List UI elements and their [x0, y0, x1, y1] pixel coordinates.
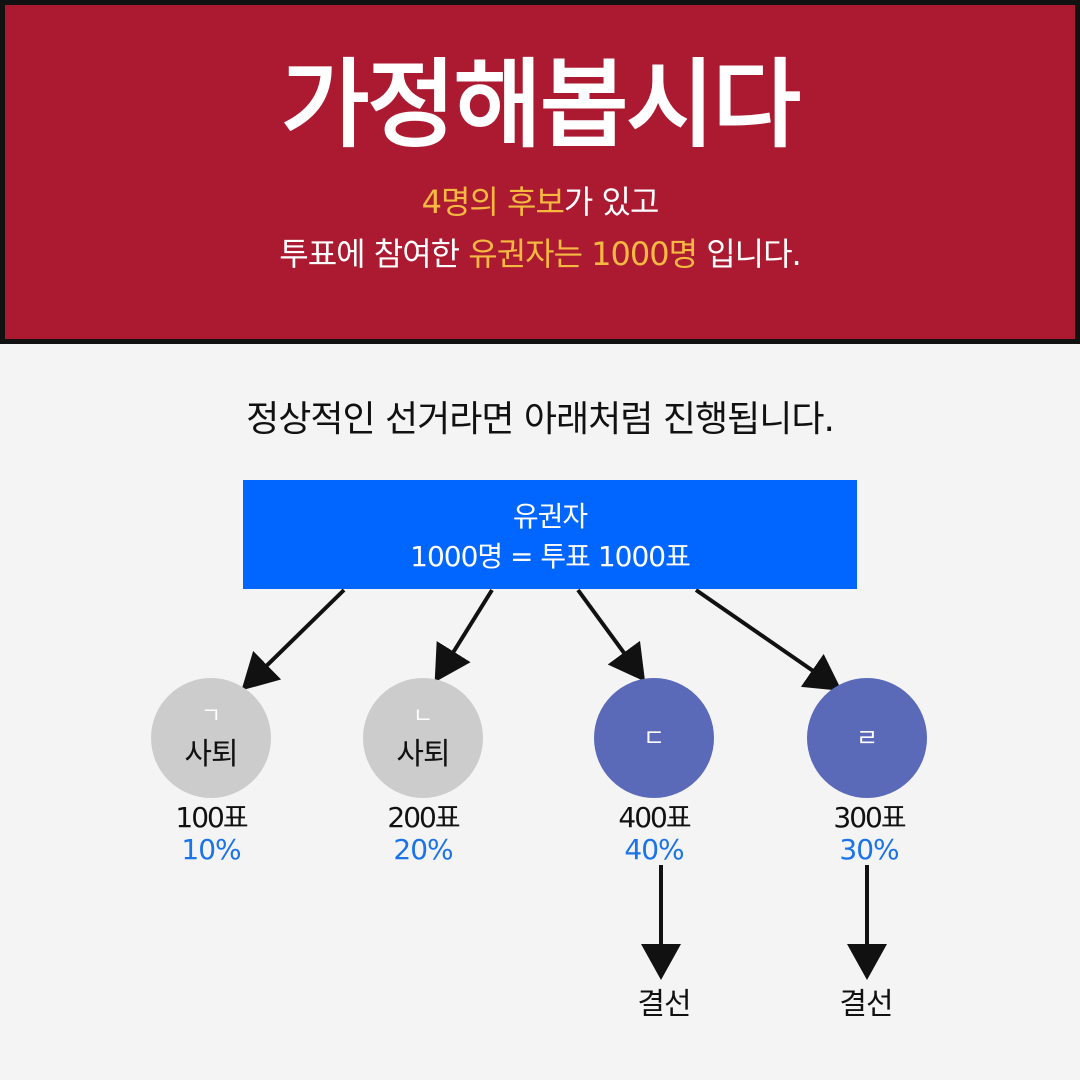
candidate-4-percent: 30%: [839, 833, 899, 866]
voters-label: 유권자: [512, 500, 588, 533]
header-banner: 가정해봅시다 4명의 후보가 있고 투표에 참여한 유권자는 1000명 입니다…: [0, 0, 1080, 344]
arrow-to-candidate-4: [694, 588, 842, 691]
candidate-4-runoff-label: 결선: [839, 987, 893, 1022]
candidate-1-percent: 10%: [181, 833, 241, 866]
header-subtitle-line1: 4명의 후보가 있고: [5, 180, 1075, 224]
candidate-3-votes: 400표: [618, 801, 691, 834]
arrow-to-candidate-1: [241, 588, 346, 691]
voters-detail: 1000명 = 투표 1000표: [410, 540, 691, 573]
candidate-2-percent: 20%: [393, 833, 453, 866]
subtitle-line2-part2: 입니다.: [697, 235, 801, 273]
candidates-count-highlight: 4명의 후보: [421, 183, 565, 221]
subtitle-line1-rest: 가 있고: [563, 183, 659, 221]
candidate-node-4: ㄹ: [807, 678, 927, 798]
candidate-1-votes: 100표: [175, 801, 248, 834]
intro-text: 정상적인 선거라면 아래처럼 진행됩니다.: [246, 399, 835, 440]
candidate-node-1: ㄱ 사퇴: [151, 678, 271, 798]
withdrawn-label: 사퇴: [184, 737, 238, 772]
header-subtitle-line2: 투표에 참여한 유권자는 1000명 입니다.: [5, 232, 1075, 276]
candidate-4-votes: 300표: [833, 801, 906, 834]
candidate-symbol: ㄴ: [412, 704, 434, 729]
voters-count-highlight: 유권자는 1000명: [468, 235, 698, 273]
candidate-symbol: ㄹ: [855, 724, 879, 752]
subtitle-line2-part1: 투표에 참여한: [279, 235, 469, 273]
voters-box: 유권자 1000명 = 투표 1000표: [243, 480, 857, 589]
candidate-node-3: ㄷ: [594, 678, 714, 798]
candidate-2-votes: 200표: [387, 801, 460, 834]
candidate-3-percent: 40%: [624, 833, 684, 866]
candidate-node-2: ㄴ 사퇴: [363, 678, 483, 798]
candidate-symbol: ㄷ: [642, 724, 666, 752]
arrow-to-candidate-3: [576, 588, 646, 682]
candidate-symbol: ㄱ: [200, 704, 222, 729]
arrow-to-candidate-2: [434, 588, 494, 683]
page-title: 가정해봅시다: [281, 49, 801, 161]
candidate-3-runoff-label: 결선: [637, 987, 691, 1022]
withdrawn-label: 사퇴: [396, 737, 450, 772]
